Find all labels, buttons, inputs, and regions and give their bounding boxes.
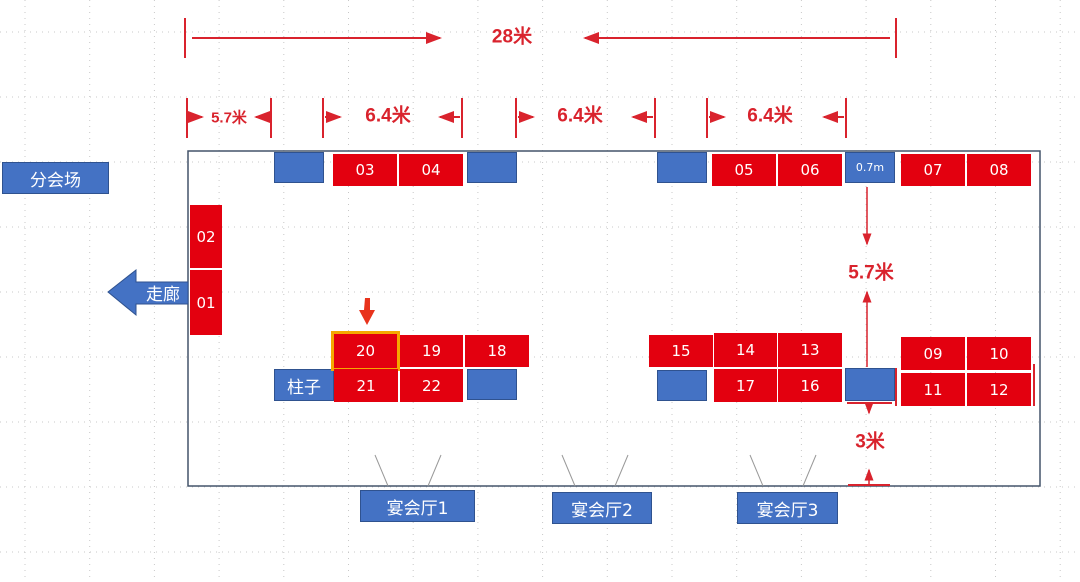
width-label-4: 6.4米 <box>747 105 793 127</box>
booth-09[interactable]: 09 <box>901 337 965 370</box>
pillar <box>657 370 707 401</box>
pillar-label: 柱子 <box>274 369 334 401</box>
pillar <box>467 369 517 400</box>
booth-13[interactable]: 13 <box>778 333 842 367</box>
booth-03[interactable]: 03 <box>333 154 397 186</box>
booth-16[interactable]: 16 <box>778 369 842 402</box>
booth-04[interactable]: 04 <box>399 154 463 186</box>
booth-07[interactable]: 07 <box>901 154 965 186</box>
booth-22[interactable]: 22 <box>400 369 463 402</box>
hall-2-label: 宴会厅2 <box>552 492 652 524</box>
booth-02[interactable]: 02 <box>190 205 222 268</box>
bottom-gap-label: 3米 <box>855 431 885 453</box>
hall-3-label: 宴会厅3 <box>737 492 838 524</box>
booth-08[interactable]: 08 <box>967 154 1031 186</box>
booth-05[interactable]: 05 <box>712 154 776 186</box>
booth-01[interactable]: 01 <box>190 270 222 335</box>
pillar <box>274 152 324 183</box>
booth-12[interactable]: 12 <box>967 373 1031 406</box>
booth-10[interactable]: 10 <box>967 337 1031 370</box>
total-width-label: 28米 <box>491 26 533 48</box>
width-label-1: 5.7米 <box>211 109 247 127</box>
booth-20-highlighted[interactable]: 20 <box>331 331 400 371</box>
booth-17[interactable]: 17 <box>714 369 777 402</box>
booth-06[interactable]: 06 <box>778 154 842 186</box>
corridor-arrow-icon <box>107 268 189 317</box>
booth-19[interactable]: 19 <box>400 335 463 367</box>
pillar <box>657 152 707 183</box>
hall-1-label: 宴会厅1 <box>360 490 475 522</box>
booth-14[interactable]: 14 <box>714 333 777 367</box>
pillar <box>467 152 517 183</box>
corridor-label: 走廊 <box>146 284 180 305</box>
width-label-2: 6.4米 <box>365 105 411 127</box>
vertical-gap-label: 5.7米 <box>848 262 894 284</box>
highlight-arrow-icon <box>359 298 375 325</box>
booth-18[interactable]: 18 <box>465 335 529 367</box>
booth-21[interactable]: 21 <box>334 369 398 402</box>
room-outline <box>187 150 1041 487</box>
pillar-width-label: 0.7m <box>845 152 895 183</box>
booth-11[interactable]: 11 <box>901 373 965 406</box>
branch-venue-label: 分会场 <box>2 162 109 194</box>
booth-15[interactable]: 15 <box>649 335 713 367</box>
width-label-3: 6.4米 <box>557 105 603 127</box>
pillar <box>845 368 895 401</box>
